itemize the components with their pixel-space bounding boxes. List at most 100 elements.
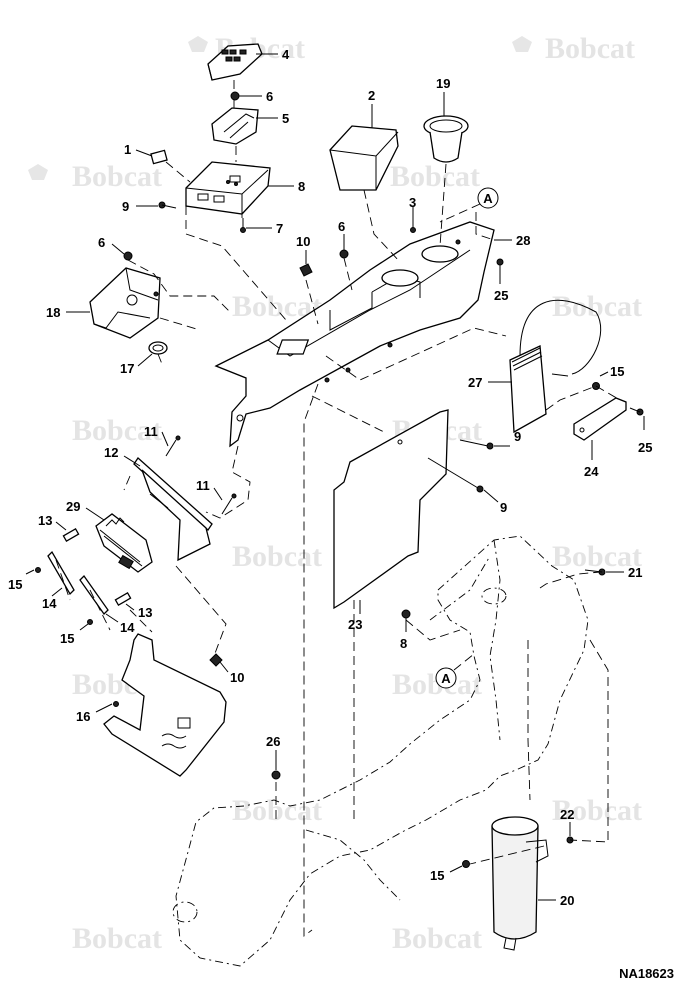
part-6-nut (230, 91, 240, 101)
watermark-text: Bobcat (390, 160, 480, 193)
callout-9: 9 (122, 199, 129, 214)
callout-13: 13 (138, 605, 152, 620)
part-15-screw (35, 567, 41, 573)
callout-16: 16 (76, 709, 90, 724)
callout-13: 13 (38, 513, 52, 528)
callout-11: 11 (144, 424, 158, 439)
callout-19: 19 (436, 76, 450, 91)
callout-26: 26 (266, 734, 280, 749)
callout-7: 7 (276, 221, 283, 236)
part-29-control-module (95, 513, 153, 573)
part-11-screw (221, 493, 237, 515)
watermark-text: Bobcat (72, 922, 162, 955)
part-9-screw (459, 439, 494, 450)
machine-frame-outline (172, 535, 589, 967)
part-26-nut (271, 770, 281, 780)
callout-6: 6 (98, 235, 105, 250)
part-28-console-panel (214, 221, 495, 448)
watermark-text: Bobcat (552, 290, 642, 323)
part-15-nut (592, 382, 600, 390)
part-8-nut (401, 609, 411, 619)
watermark-text: Bobcat (232, 540, 322, 573)
watermark-text: Bobcat (552, 540, 642, 573)
watermark-logo: Bobcat (232, 540, 322, 573)
callout-28: 28 (516, 233, 530, 248)
callout-8: 8 (298, 179, 305, 194)
callout-9: 9 (514, 429, 521, 444)
watermark-text: Bobcat (72, 160, 162, 193)
part-19-cup-holder (423, 115, 469, 163)
part-13-spacer (62, 528, 80, 542)
callout-22: 22 (560, 807, 574, 822)
watermark-text: Bobcat (232, 794, 322, 827)
callout-20: 20 (560, 893, 574, 908)
reference-marker-a: A (435, 653, 475, 689)
watermark-logo: Bobcat (552, 794, 642, 827)
callout-17: 17 (120, 361, 134, 376)
part-2-storage-tray (329, 125, 399, 191)
callout-labels: 4 6 5 1 8 9 7 2 19 3 28 10 6 (8, 47, 652, 908)
watermark-logo: Bobcat (392, 922, 482, 955)
callout-12: 12 (104, 445, 118, 460)
callout-27: 27 (468, 375, 482, 390)
callout-3: 3 (409, 195, 416, 210)
callout-14: 14 (42, 596, 57, 611)
callout-15: 15 (8, 577, 22, 592)
part-20-cylinder (491, 816, 549, 951)
watermark-text: Bobcat (545, 32, 635, 65)
part-6-nut (339, 249, 349, 259)
part-15-nut (462, 860, 470, 868)
part-3-screw (410, 210, 416, 233)
part-14-strap (47, 550, 75, 596)
callout-6: 6 (266, 89, 273, 104)
part-10-clip (209, 653, 223, 667)
callout-14: 14 (120, 620, 135, 635)
watermark-logo: Bobcat (552, 540, 642, 573)
part-25-screw (496, 258, 504, 276)
callout-1: 1 (124, 142, 131, 157)
callout-18: 18 (46, 305, 60, 320)
callout-29: 29 (66, 499, 80, 514)
callout-10: 10 (296, 234, 310, 249)
part-7-screw (240, 218, 246, 233)
part-24-cover-plate (573, 397, 627, 441)
part-16-base-panel (103, 633, 227, 777)
watermark-logo: Bobcat (28, 160, 162, 193)
part-12-mounting-plate (133, 457, 213, 562)
watermark-logo: Bobcat (552, 290, 642, 323)
watermark-logo: Bobcat (512, 32, 635, 65)
callout-15: 15 (60, 631, 74, 646)
callout-8: 8 (400, 636, 407, 651)
watermark-logo: Bobcat (72, 922, 162, 955)
assembly-lines (55, 80, 621, 937)
part-23-side-panel (333, 409, 449, 610)
callout-2: 2 (368, 88, 375, 103)
watermark-logo: Bobcat (72, 414, 162, 447)
part-18-bracket (89, 267, 161, 339)
part-17-grommet (148, 341, 168, 355)
part-1-switch (150, 149, 168, 165)
callout-5: 5 (282, 111, 289, 126)
callout-23: 23 (348, 617, 362, 632)
part-13-spacer (114, 592, 132, 606)
callout-21: 21 (628, 565, 642, 580)
callout-15: 15 (610, 364, 624, 379)
watermark-logo: Bobcat (232, 794, 322, 827)
part-11-screw (165, 435, 181, 457)
svg-text:A: A (483, 191, 493, 206)
svg-text:A: A (441, 671, 451, 686)
part-6-nut (123, 251, 133, 261)
part-9-screw (158, 201, 177, 209)
part-14-strap (79, 574, 109, 616)
watermark-text: Bobcat (72, 414, 162, 447)
part-10-clip (299, 263, 313, 277)
part-27-manual-holder (509, 299, 602, 434)
watermark-logo: Bobcat (390, 160, 480, 193)
part-5-handle-body (211, 107, 259, 145)
reference-marker-a: A (439, 187, 499, 223)
watermark-text: Bobcat (392, 922, 482, 955)
callout-24: 24 (584, 464, 599, 479)
part-25-screw (629, 407, 644, 416)
part-4-joystick-grip (207, 43, 263, 81)
